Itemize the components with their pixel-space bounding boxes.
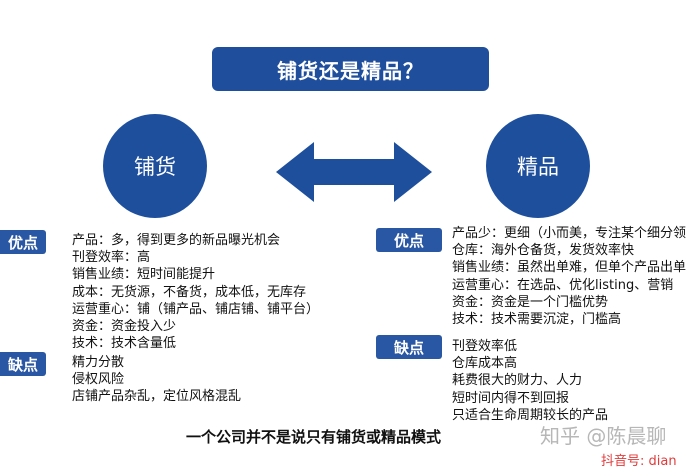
boutique-circle: 精品	[486, 114, 590, 218]
list-item: 店铺产品杂乱，定位风格混乱	[72, 389, 242, 405]
double-arrow-icon	[276, 142, 432, 202]
right-cons-tag-label: 缺点	[393, 338, 424, 357]
list-item: 短时间内得不到回报	[452, 390, 570, 406]
right-cons-list: 刊登效率低 仓库成本高 耗费很大的财力、人力 短时间内得不到回报 只适合生命周期…	[452, 338, 608, 424]
distribution-circle: 铺货	[103, 114, 207, 218]
right-cons-tag: 缺点	[376, 335, 442, 359]
list-item: 运营重心：在选品、优化listing、营销	[452, 277, 674, 293]
list-item: 只适合生命周期较长的产品	[452, 407, 609, 423]
list-item: 刊登效率低	[452, 339, 518, 354]
list-item: 技术：技术需要沉淀，门槛高	[452, 312, 622, 328]
title-banner: 铺货还是精品？	[212, 47, 489, 91]
left-cons-list: 精力分散 侵权风险 店铺产品杂乱，定位风格混乱	[72, 354, 241, 406]
right-pros-tag: 优点	[376, 228, 442, 252]
list-item: 成本：无货源，不备货，成本低，无库存	[72, 284, 307, 300]
watermark-sub: 抖音号: dian	[601, 454, 677, 469]
list-item: 刊登效率：高	[72, 250, 151, 266]
watermark: 知乎 @陈晨聊	[540, 424, 667, 448]
left-cons-tag: 缺点	[0, 352, 46, 376]
list-item: 销售业绩：虽然出单难，但单个产品出单	[452, 260, 687, 276]
title-text: 铺货还是精品？	[277, 58, 424, 83]
list-item: 销售业绩：短时间能提升	[72, 267, 216, 283]
left-pros-tag: 优点	[0, 230, 46, 254]
right-pros-list: 产品少：更细（小而美，专注某个细分领 仓库：海外仓备货，发货效率快 销售业绩：虽…	[452, 225, 686, 328]
list-item: 资金：资金投入少	[72, 319, 177, 335]
list-item: 技术：技术含量低	[72, 336, 177, 352]
boutique-circle-label: 精品	[517, 155, 559, 179]
list-item: 产品：多，得到更多的新品曝光机会	[72, 233, 281, 248]
list-item: 侵权风险	[72, 372, 125, 388]
left-pros-list: 产品：多，得到更多的新品曝光机会 刊登效率：高 销售业绩：短时间能提升 成本：无…	[72, 232, 319, 352]
left-cons-tag-label: 缺点	[7, 355, 38, 374]
right-pros-tag-label: 优点	[393, 231, 424, 250]
list-item: 资金：资金是一个门槛优势	[452, 294, 609, 310]
list-item: 精力分散	[72, 355, 125, 370]
left-pros-tag-label: 优点	[7, 233, 38, 252]
footer-note: 一个公司并不是说只有铺货或精品模式	[186, 428, 442, 446]
list-item: 仓库成本高	[452, 356, 518, 372]
list-item: 运营重心：铺（铺产品、铺店铺、铺平台）	[72, 301, 320, 317]
list-item: 耗费很大的财力、人力	[452, 373, 583, 389]
list-item: 仓库：海外仓备货，发货效率快	[452, 243, 635, 259]
list-item: 产品少：更细（小而美，专注某个细分领	[452, 226, 687, 241]
distribution-circle-label: 铺货	[134, 155, 176, 179]
